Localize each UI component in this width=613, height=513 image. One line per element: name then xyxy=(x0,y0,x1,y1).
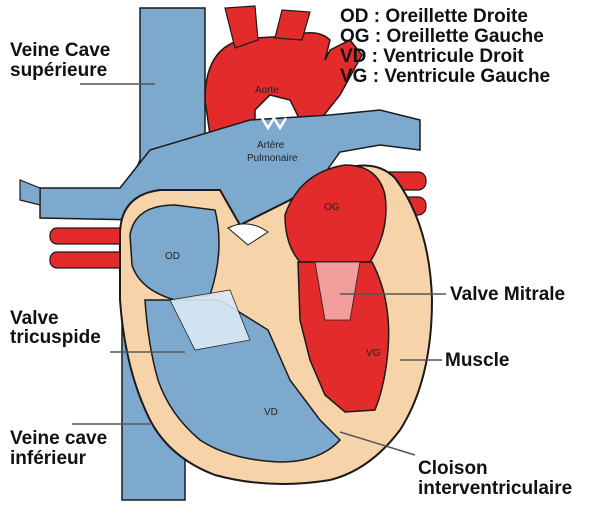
label-vd: VD xyxy=(264,407,278,418)
label-valve-tricuspide-1: Valve xyxy=(10,308,59,329)
label-veine-cave-inf-1: Veine cave xyxy=(10,428,107,449)
label-veine-cave-inf-2: inférieur xyxy=(10,448,87,469)
label-muscle: Muscle xyxy=(445,350,509,371)
label-og: OG xyxy=(324,202,340,213)
label-od: OD xyxy=(165,251,180,262)
label-cloison-1: Cloison xyxy=(418,458,488,479)
label-veine-cave-sup-1: Veine Cave xyxy=(10,40,110,61)
label-pulmonaire: Pulmonaire xyxy=(247,153,298,164)
label-artere: Artère xyxy=(257,140,285,151)
label-aorte: Aorte xyxy=(255,85,279,96)
aorta-branch-left xyxy=(225,6,258,48)
label-veine-cave-sup-2: supérieure xyxy=(10,60,107,81)
label-valve-tricuspide-2: tricuspide xyxy=(10,327,101,348)
pulmonary-vein-3 xyxy=(50,228,130,244)
legend-og: OG : Oreillette Gauche xyxy=(340,26,544,47)
label-valve-mitrale: Valve Mitrale xyxy=(450,284,565,305)
label-cloison-2: interventriculaire xyxy=(418,478,572,499)
legend-od: OD : Oreillette Droite xyxy=(340,6,528,27)
pulmonary-branch-left xyxy=(20,180,40,205)
legend-vg: VG : Ventricule Gauche xyxy=(340,66,550,87)
legend-vd: VD : Ventricule Droit xyxy=(340,46,524,67)
pulmonary-vein-4 xyxy=(50,252,130,268)
label-vg: VG xyxy=(366,348,381,359)
